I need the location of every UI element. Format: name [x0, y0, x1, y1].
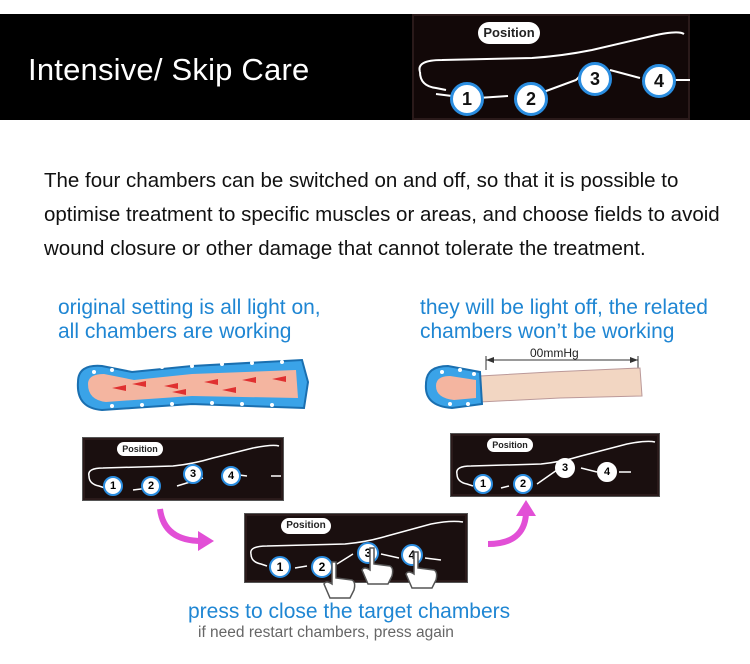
chamber-button-4[interactable]: 4	[642, 64, 676, 98]
pointing-hand-icon	[323, 561, 356, 599]
chamber-button-3[interactable]: 3	[578, 62, 612, 96]
banner-control-panel: Position 1 2 3 4	[412, 14, 690, 120]
chamber-3-label: 3	[561, 462, 569, 474]
chamber-4-label: 4	[227, 470, 235, 482]
leg-chambers-off-illustration: 00mmHg	[420, 346, 670, 423]
chamber-button-2[interactable]: 2	[513, 474, 533, 494]
description-text: The four chambers can be switched on and…	[44, 169, 720, 260]
header-banner: Intensive/ Skip Care Position 1 2 3 4	[0, 14, 750, 120]
chamber-1-label: 1	[461, 89, 472, 109]
left-caption-line1: original setting is all light on,	[58, 296, 321, 319]
chamber-1-label: 1	[479, 478, 487, 490]
chamber-button-1[interactable]: 1	[450, 82, 484, 116]
right-caption-line2: chambers won’t be working	[420, 320, 675, 343]
chamber-button-2[interactable]: 2	[514, 82, 548, 116]
chamber-2-label: 2	[318, 560, 326, 574]
position-label: Position	[487, 438, 533, 452]
control-panel-partial-off: Position 1 2 3 4	[450, 433, 660, 497]
chamber-button-1[interactable]: 1	[269, 556, 291, 578]
panel-outline	[418, 31, 690, 99]
control-panel-all-on: Position 1 2 3 4	[82, 437, 284, 501]
position-label: Position	[478, 22, 540, 44]
bottom-caption-main: press to close the target chambers	[188, 600, 511, 623]
pressure-label: 00mmHg	[530, 346, 579, 360]
chamber-4-label: 4	[603, 466, 611, 478]
chamber-button-2[interactable]: 2	[141, 476, 161, 496]
position-label: Position	[281, 518, 331, 534]
chamber-button-4-off[interactable]: 4	[597, 462, 617, 482]
leg-all-on-illustration	[72, 352, 312, 427]
pointing-hand-icon	[405, 551, 438, 589]
chamber-button-3[interactable]: 3	[183, 464, 203, 484]
chamber-button-1[interactable]: 1	[473, 474, 493, 494]
bottom-caption-sub: if need restart chambers, press again	[198, 624, 454, 641]
chamber-1-label: 1	[109, 480, 117, 492]
chamber-2-label: 2	[147, 480, 155, 492]
chamber-button-1[interactable]: 1	[103, 476, 123, 496]
chamber-2-label: 2	[525, 89, 536, 109]
curved-arrow-right-icon	[157, 508, 214, 551]
chamber-4-label: 4	[653, 71, 664, 91]
right-caption: they will be light off, the related cham…	[420, 296, 708, 344]
curved-arrow-up-icon	[487, 500, 536, 547]
chamber-button-3-off[interactable]: 3	[555, 458, 575, 478]
chamber-3-label: 3	[189, 468, 197, 480]
left-caption: original setting is all light on, all ch…	[58, 296, 321, 344]
pointing-hand-icon	[361, 547, 394, 585]
right-caption-line1: they will be light off, the related	[420, 296, 708, 319]
banner-title: Intensive/ Skip Care	[28, 52, 310, 87]
left-caption-line2: all chambers are working	[58, 320, 292, 343]
chamber-4-label: 4	[408, 548, 416, 562]
chamber-3-label: 3	[364, 546, 372, 560]
chamber-3-label: 3	[589, 69, 600, 89]
chamber-2-label: 2	[519, 478, 527, 490]
chamber-1-label: 1	[276, 560, 284, 574]
chamber-button-4[interactable]: 4	[221, 466, 241, 486]
position-label: Position	[117, 442, 163, 456]
